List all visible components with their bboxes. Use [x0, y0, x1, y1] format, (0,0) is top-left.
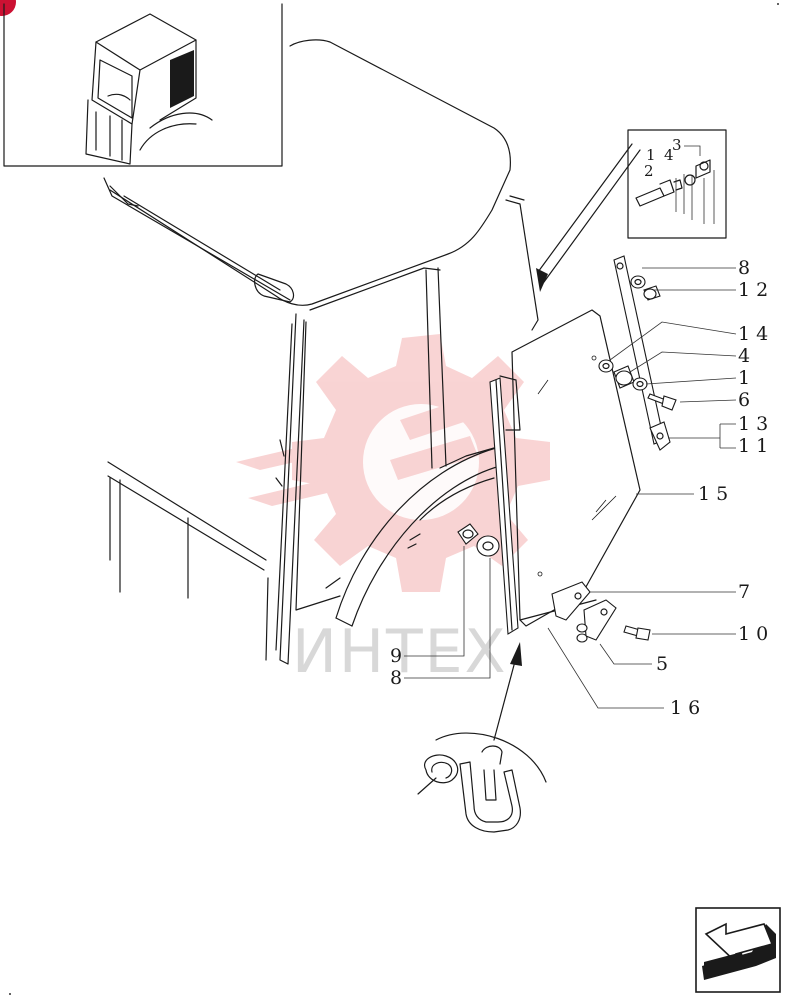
- seal-strip: [489, 375, 521, 635]
- callout-14: 14: [738, 323, 774, 345]
- overview-inset: [3, 3, 283, 167]
- screw-part-10: [623, 625, 651, 641]
- corner-dot: [9, 993, 11, 995]
- callout-labels: 8 12 14 4 1 6 13 11 15 7 10 5 16 9 8: [390, 257, 774, 719]
- spacer-part-4: [613, 365, 635, 389]
- callout-6: 6: [738, 389, 756, 411]
- bracket-part-7: [551, 581, 591, 621]
- detail-pointer-arrow: [536, 143, 641, 292]
- detail-callout-4: 4: [664, 146, 677, 164]
- callout-8-top: 8: [738, 257, 756, 279]
- overview-cab-sketch: [85, 13, 213, 165]
- hardware-parts: [457, 275, 677, 643]
- grommet-part-9: [457, 523, 479, 545]
- cab-body: [103, 39, 539, 665]
- hinge-detail-box: 1 4 3 2: [627, 129, 727, 239]
- callout-9: 9: [390, 645, 408, 667]
- red-corner-badge-icon: [0, 0, 16, 16]
- callout-13: 13: [738, 413, 774, 435]
- detail-callout-3: 3: [672, 136, 685, 154]
- callout-4: 4: [738, 345, 756, 367]
- callout-15: 15: [698, 483, 734, 505]
- callout-8-bottom: 8: [390, 667, 408, 689]
- seal-profile-detail: [417, 642, 547, 833]
- callout-12: 12: [738, 279, 774, 301]
- bolt-part-6: [647, 393, 677, 411]
- callout-1: 1: [738, 367, 756, 389]
- corner-dot: [777, 3, 779, 5]
- bushing-part-12: [643, 285, 661, 301]
- detail-callout-1: 1: [646, 146, 659, 164]
- callout-16: 16: [670, 697, 706, 719]
- grommet-part-8: [476, 535, 500, 557]
- washer-part-8: [630, 275, 646, 289]
- callout-10: 10: [738, 623, 774, 645]
- nut-part-1: [632, 377, 648, 391]
- callout-7: 7: [738, 581, 756, 603]
- leader-lines: [404, 267, 737, 709]
- bracket-part-5: [576, 599, 617, 643]
- washer-part-14: [598, 359, 614, 373]
- callout-5: 5: [656, 653, 674, 675]
- watermark-text: ИНТЕХ: [292, 617, 508, 687]
- callout-11: 11: [738, 435, 774, 457]
- page-navigation-arrow-icon[interactable]: [695, 907, 781, 993]
- detail-callout-2: 2: [644, 162, 657, 180]
